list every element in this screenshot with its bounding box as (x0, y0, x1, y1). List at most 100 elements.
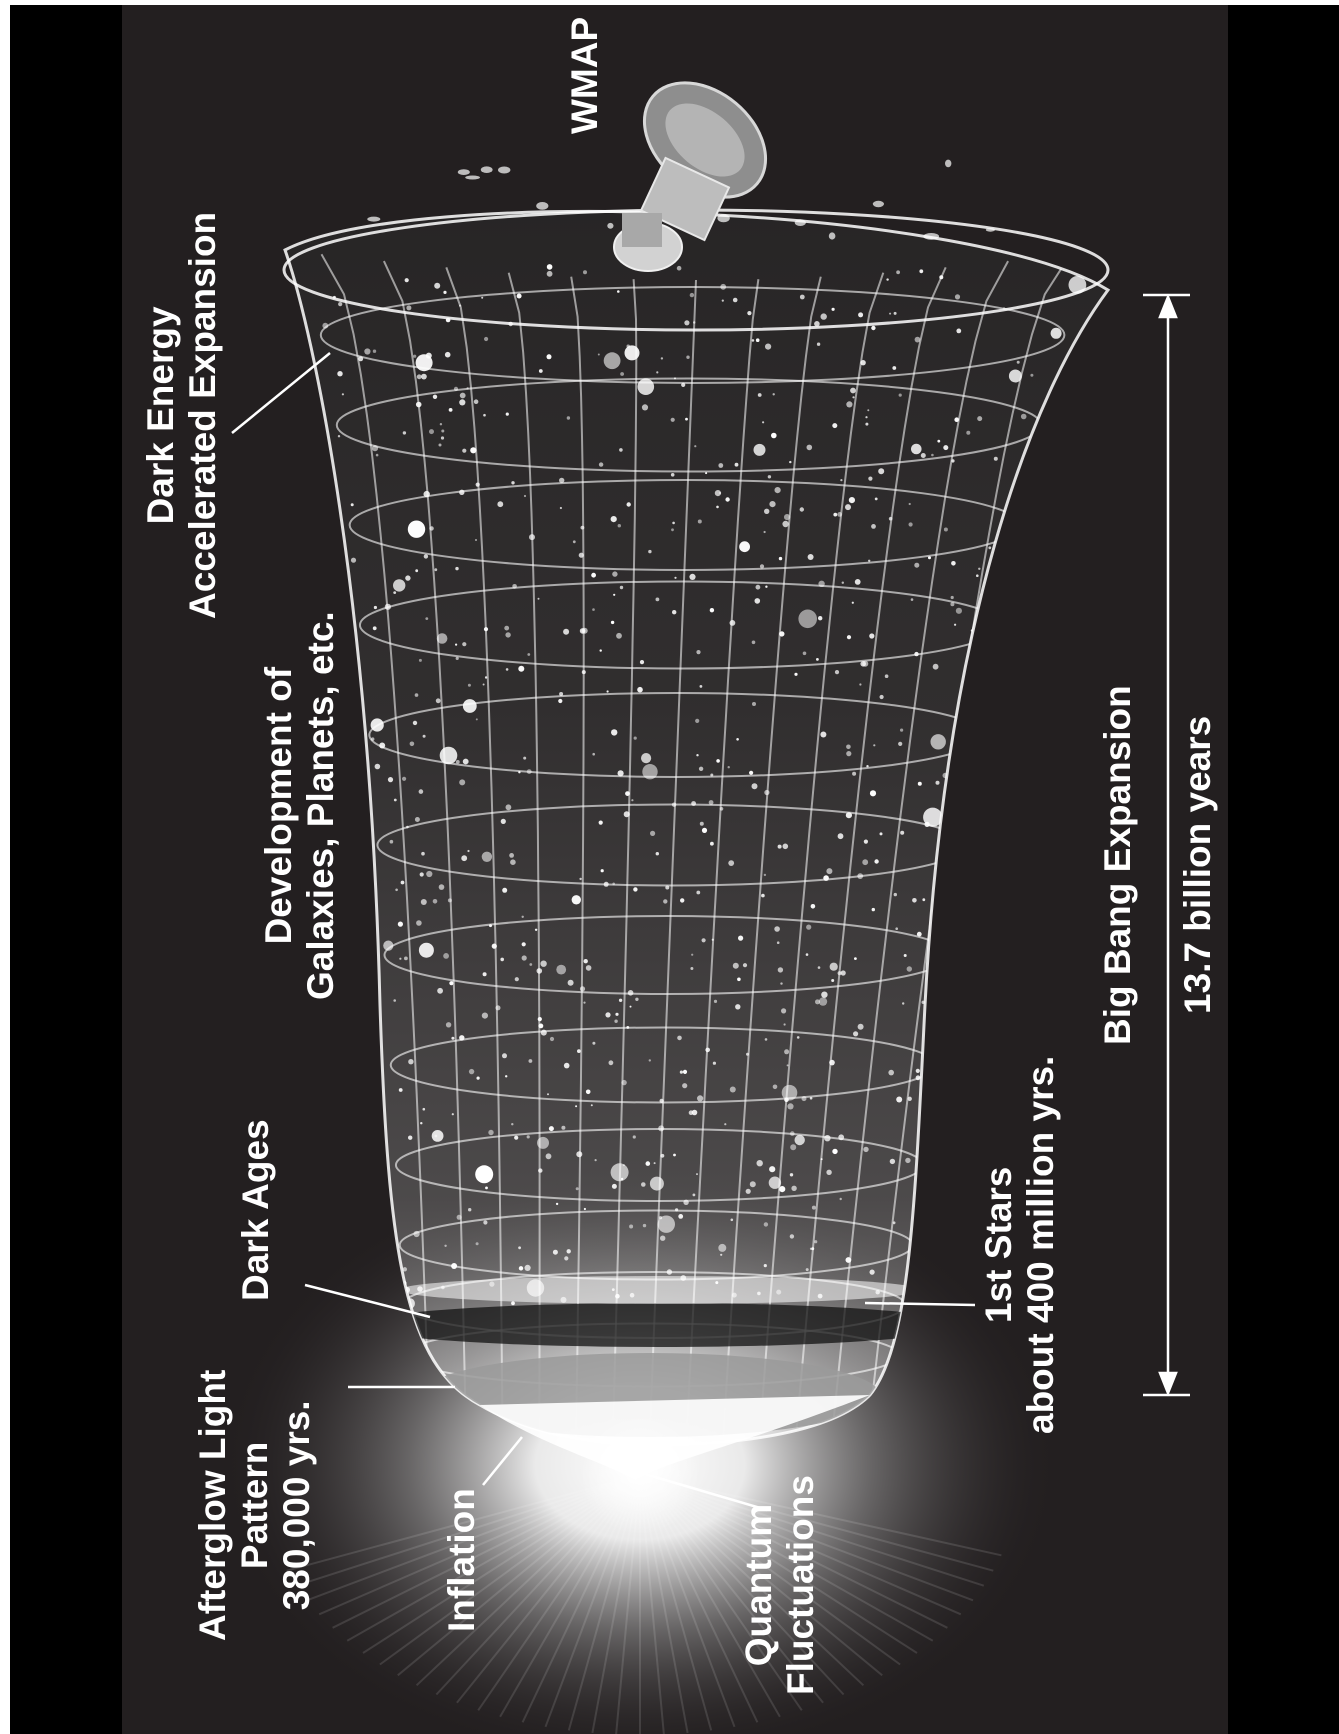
galaxy-dot (978, 567, 981, 570)
galaxy-dot (412, 720, 418, 726)
galaxy-dot (341, 393, 344, 396)
galaxy-dot (709, 608, 715, 613)
galaxy-dot (779, 1186, 786, 1193)
galaxy-dot (868, 476, 873, 481)
galaxy-dot (670, 473, 675, 477)
galaxy-dot (455, 643, 458, 646)
galaxy-dot (635, 997, 639, 1001)
galaxy-dot (414, 817, 420, 822)
galaxy-dot (1068, 276, 1087, 294)
galaxy-dot (922, 898, 926, 902)
galaxy-dot (749, 1181, 756, 1188)
galaxy-dot (552, 1249, 558, 1255)
galaxy-dot (867, 409, 870, 412)
galaxy-dot (337, 435, 341, 438)
galaxy-dot (484, 676, 488, 679)
galaxy-dot (566, 416, 571, 420)
galaxy-dot (871, 524, 876, 529)
galaxy-dot (692, 1193, 696, 1197)
galaxy-dot (765, 585, 768, 588)
galaxy-dot (637, 378, 655, 396)
galaxy-dot (592, 752, 595, 756)
galaxy-dot (534, 928, 538, 931)
grid-longitude (832, 260, 1009, 1422)
galaxy-dot (791, 1185, 797, 1192)
galaxy-dot (462, 758, 469, 765)
galaxy-dot (563, 1062, 570, 1069)
galaxy-dot (767, 475, 772, 479)
galaxy-dot (408, 1059, 414, 1065)
galaxy-dot (970, 791, 976, 798)
galaxy-dot (418, 789, 424, 794)
galaxy-dot (579, 877, 582, 881)
galaxy-dot (432, 394, 438, 399)
galaxy-dot (871, 907, 875, 912)
grid-ring (319, 286, 1066, 384)
galaxy-dot (475, 1242, 479, 1246)
galaxy-dot (862, 660, 869, 667)
galaxy-dot (854, 579, 861, 585)
galaxy-dot (845, 504, 851, 511)
galaxy-dot (995, 573, 998, 576)
galaxy-dot (518, 665, 525, 672)
galaxy-dot (502, 1053, 507, 1059)
galaxy-dot (592, 1041, 596, 1045)
galaxy-dot (697, 519, 702, 524)
galaxy-dot (518, 1246, 521, 1250)
galaxy-dot (663, 899, 668, 904)
galaxy-dot (475, 539, 477, 541)
galaxy-dot (839, 1197, 842, 1201)
galaxy-dot (547, 1093, 549, 1096)
galaxy-dot (538, 369, 543, 373)
galaxy-dot (1016, 360, 1020, 364)
galaxy-dot (523, 756, 527, 760)
galaxy-dot (772, 393, 775, 396)
galaxy-dot (874, 859, 879, 864)
galaxy-dot (846, 751, 852, 757)
galaxy-dot (755, 584, 761, 590)
galaxy-dot (831, 979, 835, 982)
galaxy-dot (398, 1088, 403, 1092)
galaxy-dot (655, 852, 659, 856)
galaxy-dot (991, 634, 995, 639)
galaxy-dot (817, 966, 821, 969)
galaxy-dot (611, 729, 618, 736)
galaxy-dot (921, 1000, 925, 1004)
galaxy-dot (556, 964, 567, 975)
galaxy-dot (672, 521, 675, 525)
galaxy-dot (673, 1153, 676, 1157)
galaxy-dot (908, 522, 913, 527)
galaxy-dot (698, 766, 704, 771)
galaxy-dot (434, 568, 438, 572)
galaxy-dot (462, 699, 477, 713)
galaxy-dot (724, 1123, 727, 1126)
galaxy-dot (850, 387, 856, 394)
galaxy-dot (475, 1165, 494, 1184)
distant-galaxy (480, 166, 493, 173)
galaxy-dot (889, 312, 892, 315)
galaxy-dot (930, 734, 946, 750)
galaxy-dot (617, 770, 624, 777)
galaxy-dot (451, 1113, 454, 1116)
galaxy-dot (991, 580, 994, 583)
galaxy-dot (914, 336, 921, 343)
galaxy-dot (794, 1134, 805, 1146)
galaxy-dot (831, 307, 835, 311)
galaxy-dot (420, 1122, 423, 1125)
galaxy-dot (449, 981, 454, 986)
galaxy-dot (851, 601, 854, 604)
galaxy-dot (699, 821, 704, 826)
galaxy-dot (718, 1243, 727, 1252)
light-ray (639, 1474, 985, 1587)
galaxy-dot (671, 528, 674, 532)
galaxy-dot (665, 885, 670, 890)
galaxy-dot (720, 1253, 723, 1256)
galaxy-dot (796, 1036, 800, 1039)
galaxy-dot (942, 772, 948, 779)
galaxy-dot (956, 896, 960, 900)
galaxy-dot (815, 999, 820, 1005)
galaxy-dot (837, 833, 844, 840)
galaxy-dot (422, 734, 426, 738)
galaxy-dot (805, 1268, 809, 1272)
galaxy-dot (993, 456, 998, 461)
